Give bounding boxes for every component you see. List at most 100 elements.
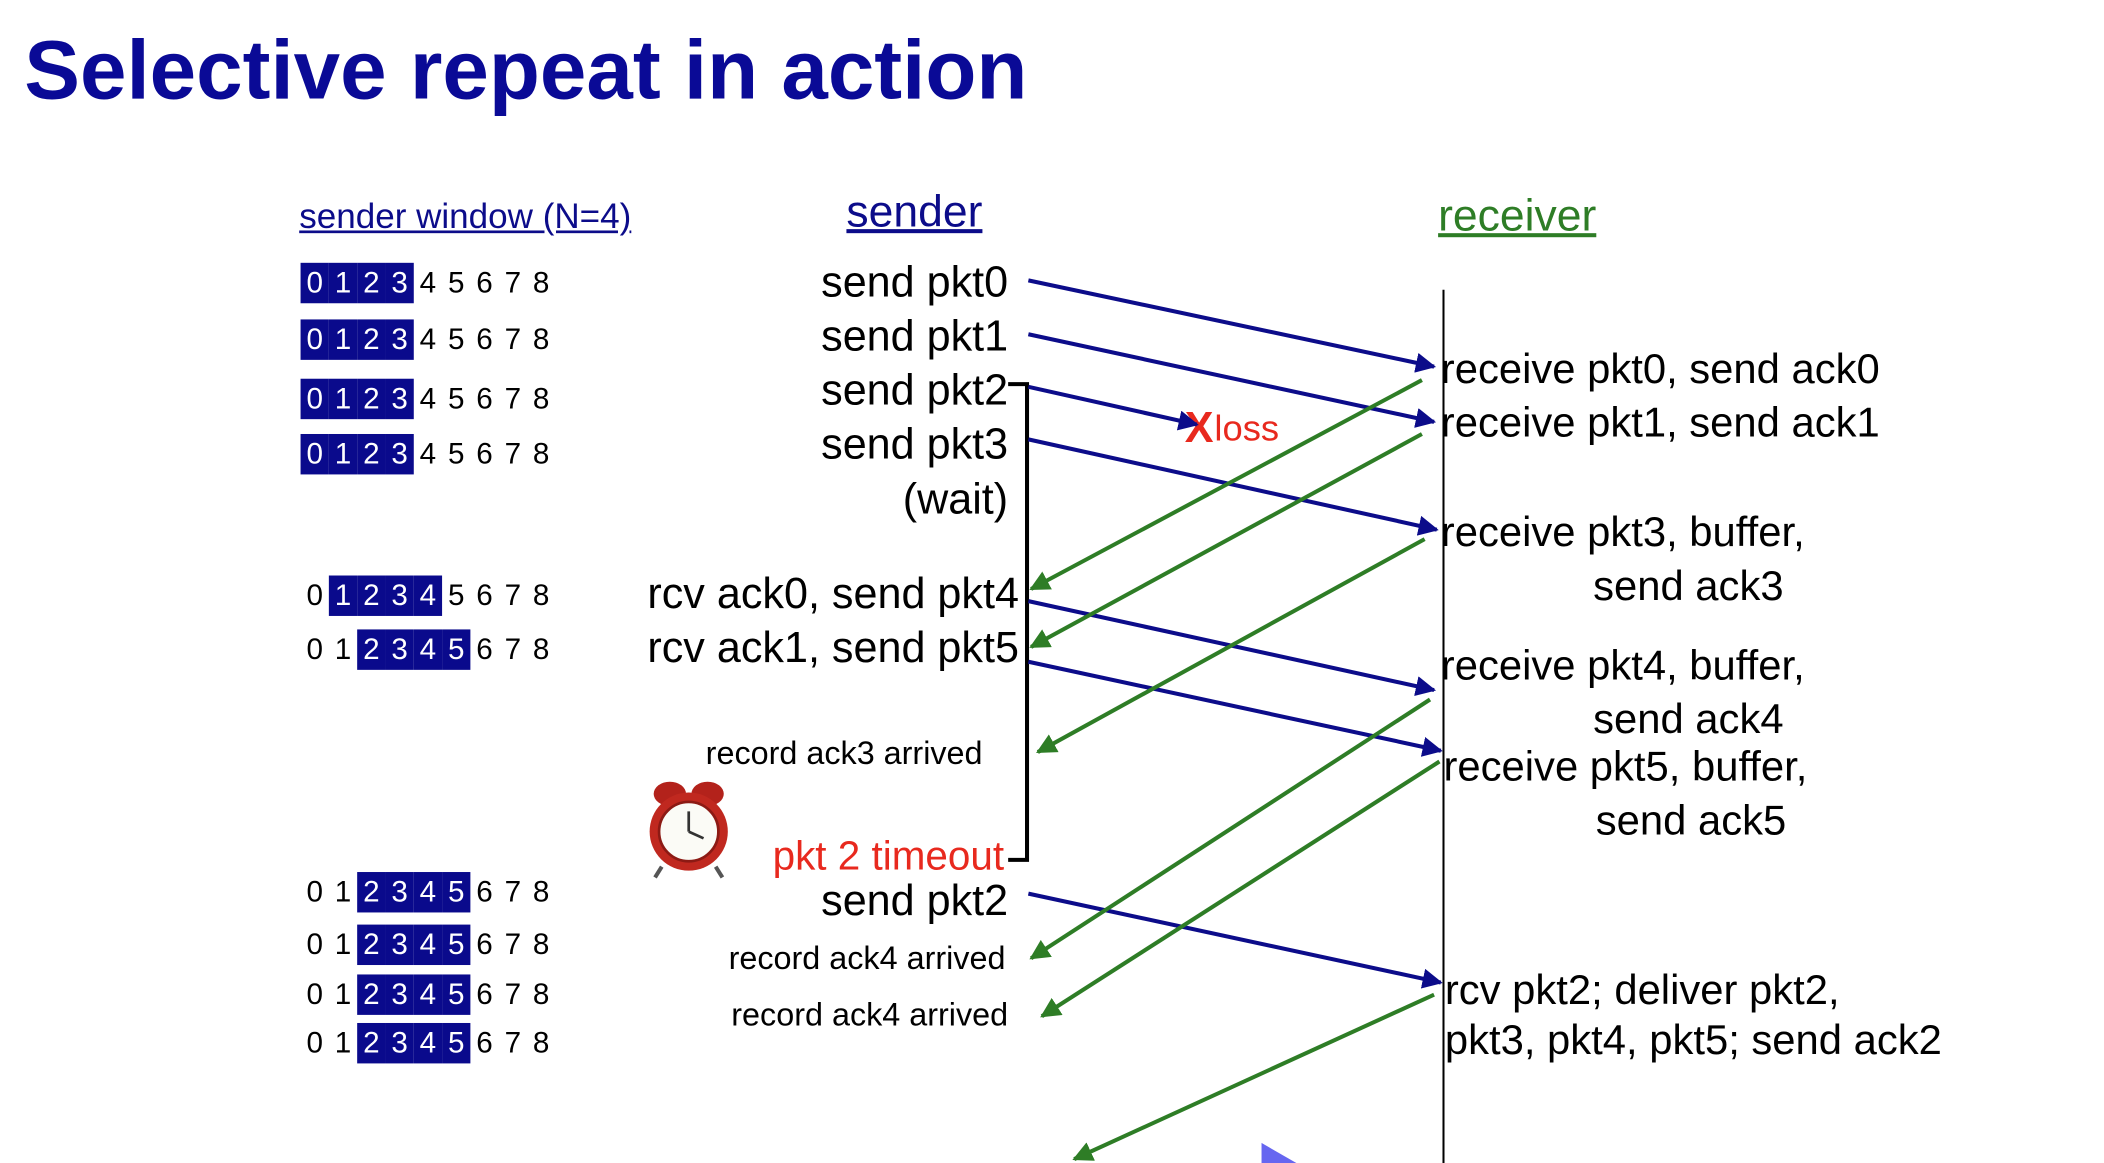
sequence-number: 0 (300, 378, 329, 420)
sequence-number: 7 (504, 874, 522, 909)
sequence-number: 6 (476, 927, 493, 961)
sequence-number: 5 (442, 1022, 471, 1064)
sender-event-send-pkt3: send pkt3 (821, 419, 1009, 468)
receiver-event-ack4: send ack4 (1593, 695, 1784, 743)
sequence-number: 6 (476, 265, 493, 300)
sequence-number: 2 (357, 1022, 386, 1064)
sequence-number: 7 (504, 977, 522, 1011)
sequence-number: 5 (447, 381, 465, 416)
sequence-number: 0 (306, 927, 323, 961)
sequence-number: 8 (532, 436, 550, 471)
receiver-event-pkt0: receive pkt0, send ack0 (1440, 345, 1880, 393)
receiver-event-pkt5: receive pkt5, buffer, (1443, 742, 1808, 790)
sender-event-record-ack3: record ack3 arrived (705, 735, 983, 773)
sequence-number: 1 (328, 262, 358, 304)
sequence-number: 2 (357, 629, 386, 670)
sender-event-rcv-ack0: rcv ack0, send pkt4 (647, 568, 1019, 618)
receiver-event-ack5: send ack5 (1595, 796, 1787, 844)
sequence-number: 7 (504, 381, 522, 416)
sequence-number: 3 (385, 1022, 414, 1064)
sequence-number: 4 (413, 575, 443, 616)
sequence-number: 8 (532, 927, 550, 961)
arrow-ack4 (1029, 697, 1432, 960)
sequence-number: 1 (328, 575, 358, 616)
sequence-number: 1 (334, 632, 352, 666)
arrow-ack0 (1029, 378, 1423, 591)
sequence-number: 5 (447, 265, 465, 300)
sequence-number: 1 (334, 874, 352, 909)
arrow-pkt0 (1027, 278, 1437, 373)
arrow-ack3 (1036, 537, 1426, 754)
sequence-number: 0 (300, 262, 329, 304)
sequence-number: 1 (328, 378, 358, 420)
sequence-number: 7 (504, 1025, 522, 1060)
sequence-number: 7 (504, 265, 522, 300)
sequence-number: 7 (504, 578, 522, 612)
sequence-number: 8 (532, 977, 550, 1011)
receiver-event-pkt4: receive pkt4, buffer, (1440, 641, 1805, 689)
sequence-number: 4 (419, 436, 437, 471)
sequence-number: 8 (532, 578, 550, 612)
arrow-pkt3 (1027, 437, 1439, 536)
sender-header: sender (846, 185, 983, 236)
sender-event-resend-pkt2: send pkt2 (821, 876, 1009, 925)
sequence-number: 0 (306, 632, 323, 666)
sequence-number: 3 (385, 924, 414, 966)
sequence-number: 7 (504, 632, 522, 666)
sequence-number: 3 (385, 433, 414, 475)
sender-event-pkt2-timeout: pkt 2 timeout (772, 834, 1005, 879)
sequence-number: 4 (413, 629, 443, 670)
sequence-number: 8 (532, 265, 550, 300)
alarm-clock-icon (649, 781, 728, 879)
sequence-number: 4 (413, 872, 443, 913)
next-slide-icon (1261, 1142, 1297, 1163)
slide-title: Selective repeat in action (24, 24, 1028, 118)
sequence-number: 0 (306, 977, 323, 1011)
sequence-number: 4 (419, 381, 437, 416)
loss-label: loss (1214, 408, 1280, 449)
sequence-number: 3 (385, 262, 414, 304)
sender-event-rcv-ack1: rcv ack1, send pkt5 (647, 622, 1019, 672)
sequence-number: 4 (413, 974, 443, 1015)
sequence-number: 5 (447, 578, 465, 612)
sequence-number: 3 (385, 974, 414, 1015)
sequence-number: 3 (385, 872, 414, 913)
sequence-number: 6 (476, 874, 493, 909)
sender-event-send-pkt1: send pkt1 (821, 311, 1009, 360)
receiver-event-pkt1: receive pkt1, send ack1 (1440, 398, 1880, 447)
sequence-number: 5 (447, 322, 465, 356)
sequence-number: 5 (447, 436, 465, 471)
sender-window-header: sender window (N=4) (299, 195, 632, 236)
sequence-number: 5 (442, 872, 471, 913)
sequence-number: 5 (442, 924, 471, 966)
sequence-number: 8 (532, 381, 550, 416)
sender-event-record-ack4-a: record ack4 arrived (728, 940, 1006, 978)
arrow-ack5 (1040, 759, 1441, 1018)
sequence-number: 8 (532, 1025, 550, 1060)
sequence-number: 7 (504, 436, 522, 471)
sequence-number: 0 (306, 578, 323, 612)
receiver-event-send-ack2: pkt3, pkt4, pkt5; send ack2 (1444, 1016, 1942, 1064)
sender-event-send-pkt2: send pkt2 (821, 365, 1009, 414)
sequence-number: 4 (413, 924, 443, 966)
arrow-ack1 (1029, 432, 1423, 649)
arrow-ack2 (1072, 992, 1435, 1161)
arrow-pkt2-resend (1027, 891, 1443, 989)
sequence-number: 2 (357, 319, 386, 360)
receiver-header: receiver (1438, 190, 1597, 240)
sequence-number: 8 (532, 632, 550, 666)
sequence-number: 3 (385, 378, 414, 420)
sequence-number: 6 (476, 381, 493, 416)
sequence-number: 8 (532, 874, 550, 909)
sequence-number: 2 (357, 433, 386, 475)
sequence-number: 5 (442, 629, 471, 670)
timer-bracket (1008, 382, 1030, 862)
